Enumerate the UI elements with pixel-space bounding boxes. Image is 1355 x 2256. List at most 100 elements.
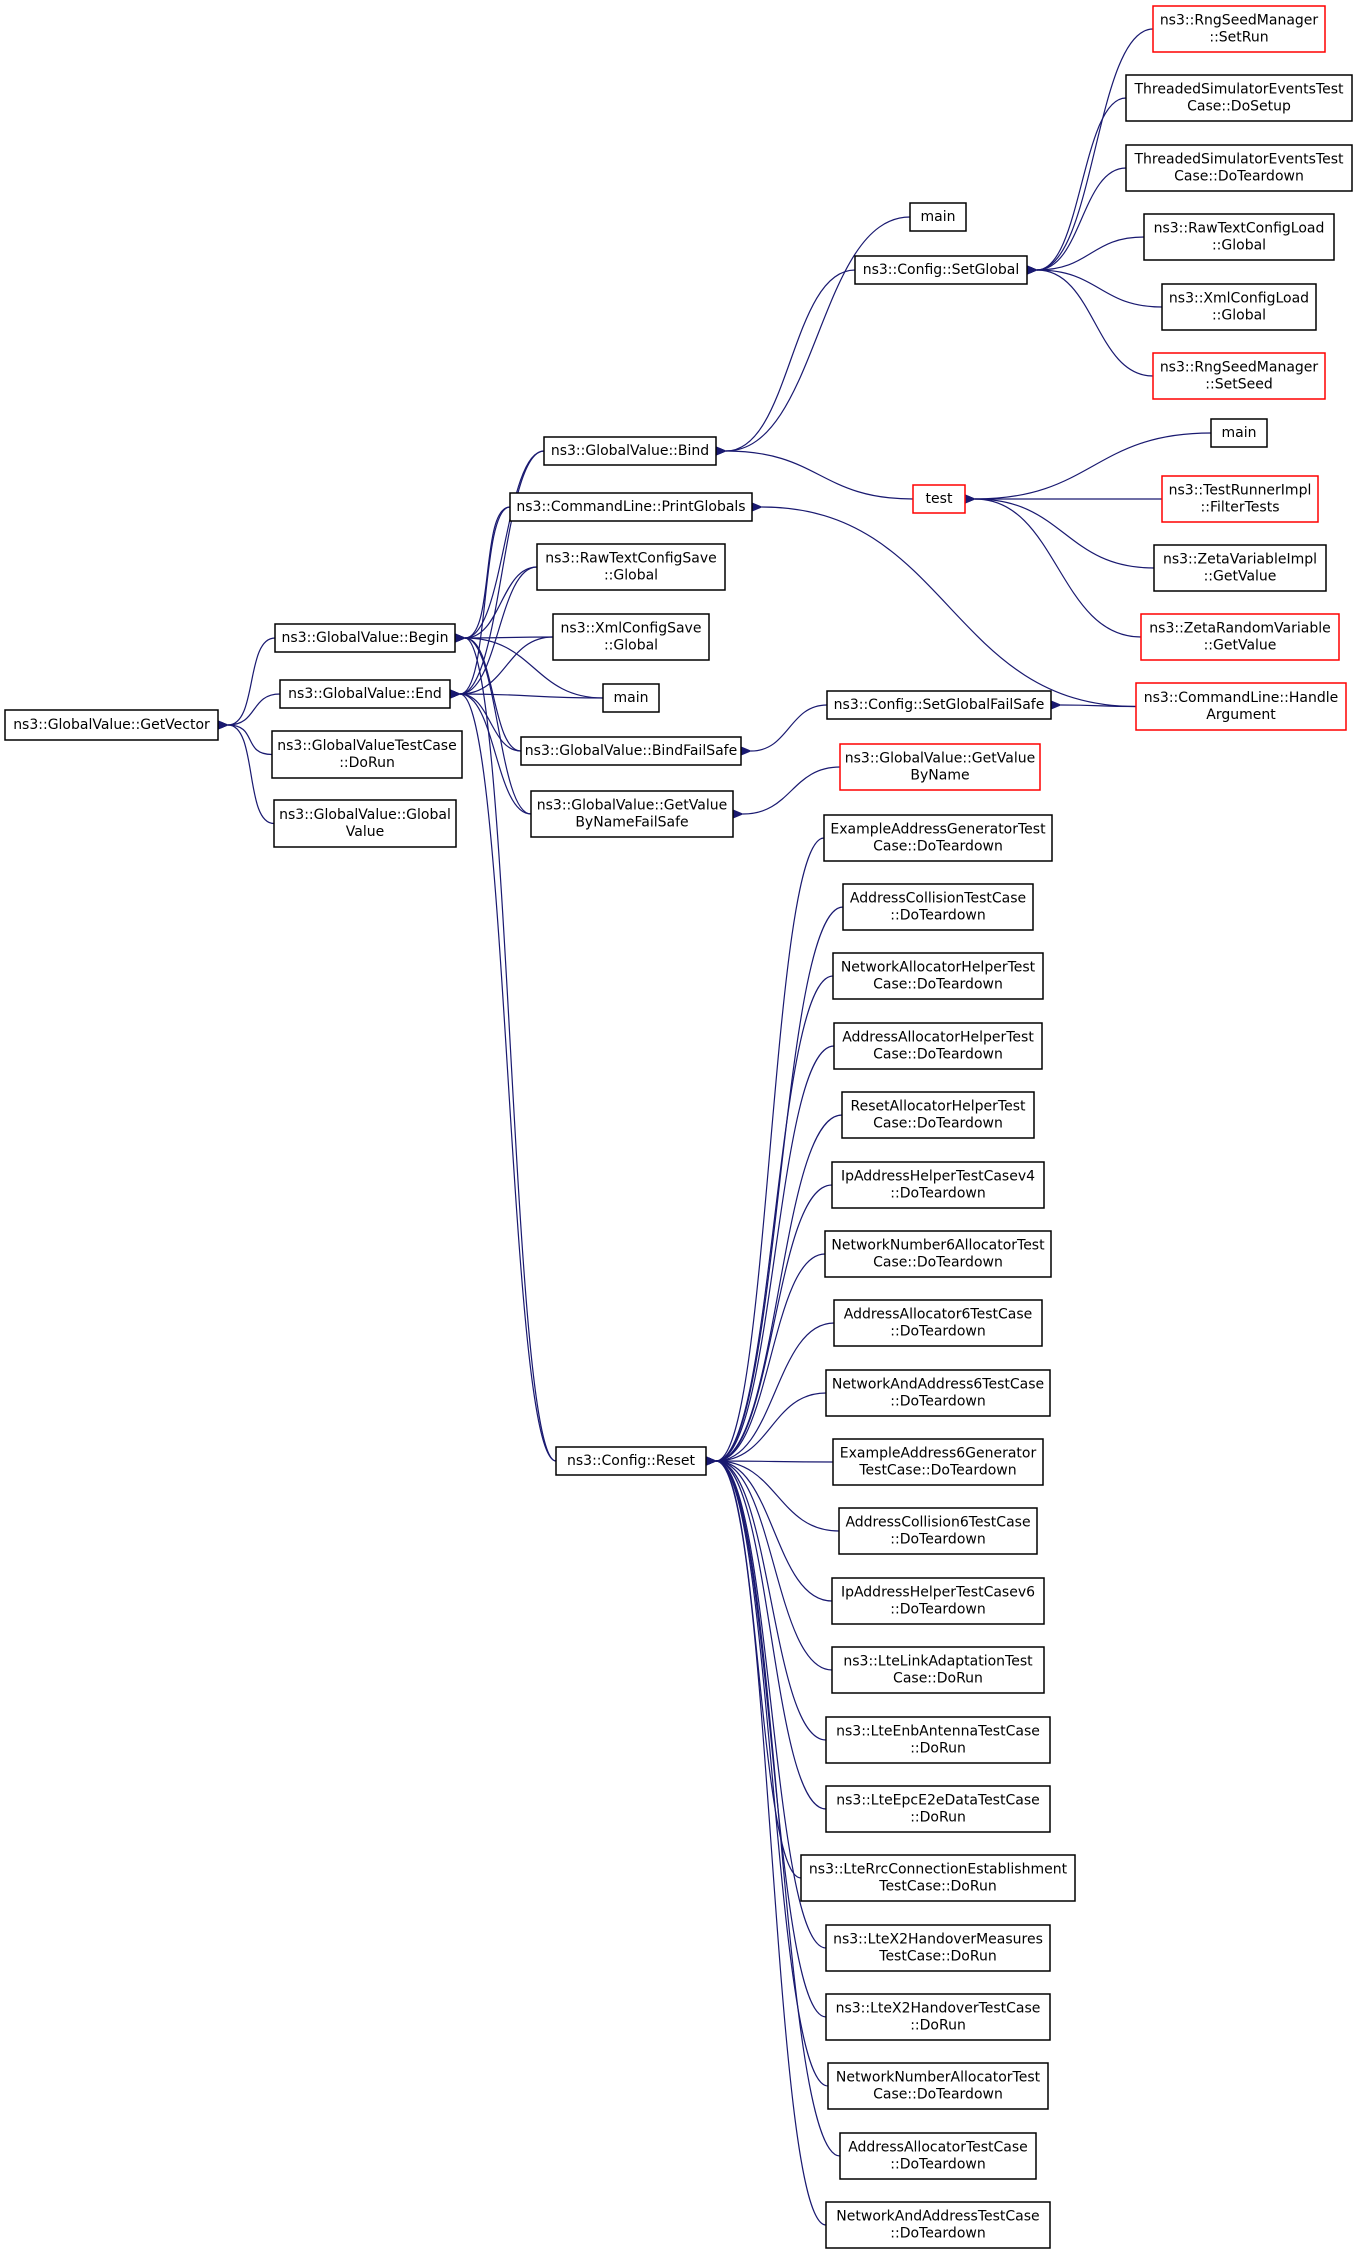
graph-node-r3[interactable]: AddressAllocatorHelperTestCase::DoTeardo… — [833, 1022, 1043, 1070]
graph-node-r19[interactable]: AddressAllocatorTestCase::DoTeardown — [839, 2132, 1037, 2180]
call-edge-printglobals-to-begin — [453, 506, 511, 644]
graph-node-configreset[interactable]: ns3::Config::Reset — [555, 1446, 707, 1476]
graph-node-gvglobal[interactable]: ns3::GlobalValue::GlobalValue — [273, 799, 457, 848]
call-edge-r17-to-configreset — [704, 1455, 827, 2018]
node-label: TestCase::DoRun — [878, 1879, 996, 1895]
node-box — [1152, 352, 1326, 400]
graph-node-rngsetseed[interactable]: ns3::RngSeedManager::SetSeed — [1152, 352, 1326, 400]
graph-node-r7[interactable]: AddressAllocator6TestCase::DoTeardown — [833, 1299, 1043, 1347]
graph-node-r13[interactable]: ns3::LteEnbAntennaTestCase::DoRun — [825, 1716, 1051, 1764]
node-box — [271, 730, 463, 779]
graph-node-bindfailsafe[interactable]: ns3::GlobalValue::BindFailSafe — [520, 736, 742, 766]
graph-node-getvector[interactable]: ns3::GlobalValue::GetVector — [4, 709, 219, 741]
graph-node-r5[interactable]: IpAddressHelperTestCasev4::DoTeardown — [831, 1161, 1045, 1209]
call-edge-r1-to-configreset — [704, 906, 844, 1467]
graph-node-setglobalfs[interactable]: ns3::Config::SetGlobalFailSafe — [826, 690, 1052, 720]
call-edge-r3-to-configreset — [704, 1045, 835, 1467]
node-label: ::DoRun — [910, 2018, 966, 2034]
graph-node-r15[interactable]: ns3::LteRrcConnectionEstablishmentTestCa… — [800, 1854, 1076, 1902]
node-label: ns3::GlobalValue::GetVector — [13, 717, 210, 733]
call-edge-r7-to-configreset — [704, 1322, 835, 1467]
graph-node-r14[interactable]: ns3::LteEpcE2eDataTestCase::DoRun — [825, 1785, 1051, 1833]
graph-node-r9[interactable]: ExampleAddress6GeneratorTestCase::DoTear… — [832, 1438, 1044, 1486]
node-label: ns3::GlobalValue::GetValue — [537, 798, 727, 814]
node-label: ::SetRun — [1209, 30, 1268, 46]
node-label: ::DoRun — [910, 1810, 966, 1826]
node-label: ::GetValue — [1204, 638, 1277, 654]
node-box — [1152, 5, 1326, 53]
graph-node-r18[interactable]: NetworkNumberAllocatorTestCase::DoTeardo… — [827, 2062, 1049, 2110]
graph-node-setglobal[interactable]: ns3::Config::SetGlobal — [854, 255, 1028, 285]
call-edge-bind-to-end — [448, 450, 545, 700]
graph-node-xmlload[interactable]: ns3::XmlConfigLoad::Global — [1161, 283, 1317, 331]
graph-node-main_right[interactable]: main — [1210, 418, 1268, 448]
node-box — [1210, 418, 1268, 448]
node-box — [827, 2062, 1049, 2110]
call-edge-r4-to-configreset — [704, 1114, 843, 1467]
node-box — [825, 1716, 1051, 1764]
graph-node-zetavarimpl[interactable]: ns3::ZetaVariableImpl::GetValue — [1153, 544, 1327, 592]
graph-node-gvtc[interactable]: ns3::GlobalValueTestCase::DoRun — [271, 730, 463, 779]
graph-node-rawload[interactable]: ns3::RawTextConfigLoad::Global — [1143, 213, 1335, 261]
node-label: ns3::RawTextConfigSave — [545, 551, 717, 567]
node-label: AddressAllocator6TestCase — [844, 1307, 1033, 1323]
call-edge-printglobals-to-end — [448, 506, 511, 700]
graph-node-r2[interactable]: NetworkAllocatorHelperTestCase::DoTeardo… — [832, 952, 1044, 1000]
graph-node-r6[interactable]: NetworkNumber6AllocatorTestCase::DoTeard… — [824, 1230, 1052, 1278]
node-box — [839, 2132, 1037, 2180]
graph-node-r20[interactable]: NetworkAndAddressTestCase::DoTeardown — [825, 2201, 1051, 2249]
graph-node-end[interactable]: ns3::GlobalValue::End — [279, 679, 451, 709]
node-box — [1143, 213, 1335, 261]
node-label: ns3::ZetaRandomVariable — [1149, 621, 1330, 637]
graph-node-printglobals[interactable]: ns3::CommandLine::PrintGlobals — [509, 492, 753, 522]
graph-node-r8[interactable]: NetworkAndAddress6TestCase::DoTeardown — [825, 1369, 1051, 1417]
graph-node-bind[interactable]: ns3::GlobalValue::Bind — [543, 436, 717, 466]
call-edge-getvaluebynamefs-to-begin — [453, 632, 532, 815]
node-label: ResetAllocatorHelperTest — [851, 1099, 1026, 1115]
call-edge-r15-to-configreset — [704, 1455, 802, 1879]
graph-node-r1[interactable]: AddressCollisionTestCase::DoTeardown — [842, 883, 1034, 931]
graph-node-r17[interactable]: ns3::LteX2HandoverTestCase::DoRun — [825, 1993, 1051, 2041]
node-box — [4, 709, 219, 741]
graph-node-test[interactable]: test — [912, 484, 966, 514]
graph-node-main_mid[interactable]: main — [602, 683, 660, 713]
call-edge-r5-to-configreset — [704, 1184, 833, 1467]
node-box — [530, 790, 734, 838]
call-edge-r6-to-configreset — [704, 1253, 826, 1467]
graph-node-begin[interactable]: ns3::GlobalValue::Begin — [274, 623, 456, 653]
node-label: TestCase::DoTeardown — [858, 1463, 1016, 1479]
graph-node-r10[interactable]: AddressCollision6TestCase::DoTeardown — [838, 1507, 1038, 1555]
graph-node-rngsetrun[interactable]: ns3::RngSeedManager::SetRun — [1152, 5, 1326, 53]
graph-node-zetarandvar[interactable]: ns3::ZetaRandomVariable::GetValue — [1140, 613, 1340, 661]
node-label: ExampleAddressGeneratorTest — [830, 822, 1046, 838]
graph-node-filtertests[interactable]: ns3::TestRunnerImpl::FilterTests — [1161, 475, 1319, 523]
graph-node-main_top[interactable]: main — [909, 202, 967, 232]
node-box — [839, 743, 1041, 791]
node-box — [552, 613, 710, 661]
graph-node-rawsave[interactable]: ns3::RawTextConfigSave::Global — [536, 543, 726, 591]
call-edge-end-to-getvector — [216, 693, 281, 731]
graph-node-xmlsave[interactable]: ns3::XmlConfigSave::Global — [552, 613, 710, 661]
node-label: NetworkNumber6AllocatorTest — [831, 1238, 1045, 1254]
node-label: Case::DoTeardown — [873, 1116, 1003, 1132]
graph-node-r0[interactable]: ExampleAddressGeneratorTestCase::DoTeard… — [823, 814, 1053, 862]
node-box — [1140, 613, 1340, 661]
node-label: NetworkAndAddress6TestCase — [832, 1377, 1044, 1393]
call-edge-getvaluebynamefs-to-end — [448, 688, 532, 815]
node-label: AddressCollision6TestCase — [845, 1515, 1030, 1531]
graph-node-r16[interactable]: ns3::LteX2HandoverMeasuresTestCase::DoRu… — [825, 1924, 1051, 1972]
graph-node-tsetc_teardown[interactable]: ThreadedSimulatorEventsTestCase::DoTeard… — [1125, 144, 1353, 192]
graph-node-r11[interactable]: IpAddressHelperTestCasev6::DoTeardown — [831, 1577, 1045, 1625]
node-label: ns3::GlobalValue::GetValue — [845, 751, 1035, 767]
node-box — [833, 1299, 1043, 1347]
call-edge-tsetc_teardown-to-setglobal — [1025, 167, 1127, 276]
call-edge-r12-to-configreset — [704, 1455, 833, 1671]
node-box — [520, 736, 742, 766]
